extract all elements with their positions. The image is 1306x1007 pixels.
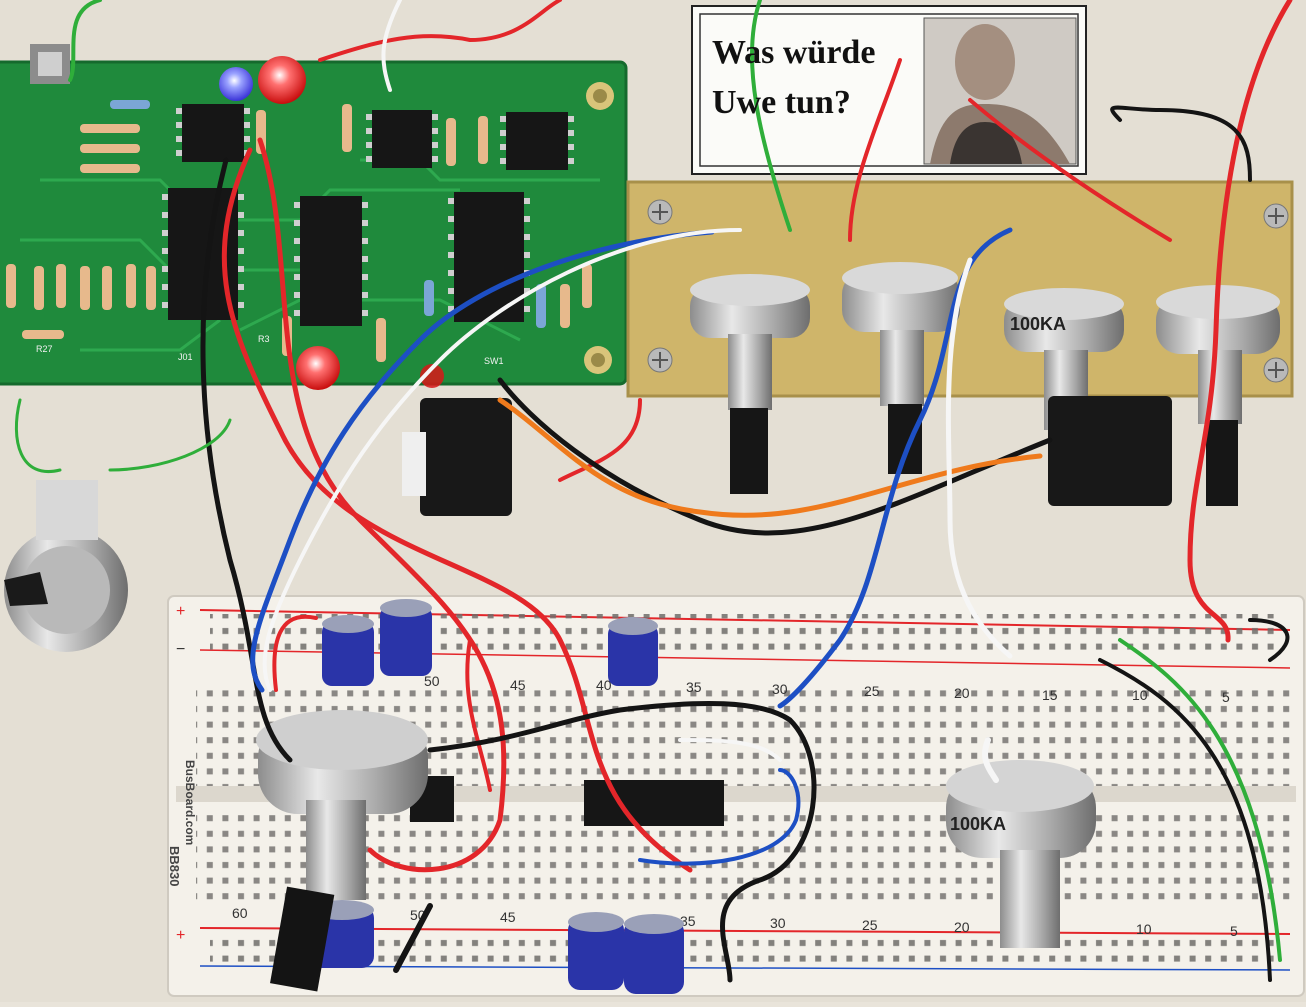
leds: [219, 56, 444, 390]
col-number-lower: 60: [232, 905, 248, 921]
pot-protoboard-1: [690, 274, 810, 494]
col-number-lower: 30: [770, 915, 786, 931]
breadboard-model: BB830: [167, 846, 182, 886]
col-number-lower: 35: [680, 913, 696, 929]
led-blue: [219, 67, 253, 101]
pot-protoboard-2: [842, 262, 960, 474]
col-number-upper: 50: [424, 673, 440, 689]
wires: [14, 0, 1293, 983]
resistors: [6, 100, 592, 362]
pot-protoboard-3: 100KA: [1004, 288, 1124, 430]
col-number-upper: 5: [1222, 689, 1230, 705]
green-pcb: SW1 J01 R3 R27: [0, 44, 628, 386]
col-number-upper: 35: [686, 679, 702, 695]
rail-minus-top: −: [176, 641, 185, 658]
col-number-lower: 25: [862, 917, 878, 933]
col-number-upper: 10: [1132, 687, 1148, 703]
sign-text: Was würde Uwe tun?: [712, 28, 922, 128]
led-red-bottom: [296, 346, 340, 390]
led-red-top: [258, 56, 306, 104]
sign-line-2: Uwe tun?: [712, 84, 851, 121]
col-number-upper: 15: [1042, 687, 1058, 703]
col-number-upper: 30: [772, 681, 788, 697]
col-number-lower: 20: [954, 919, 970, 935]
toggle-switch-left: [420, 398, 512, 516]
jumper-wire: [393, 903, 433, 973]
col-number-upper: 25: [864, 683, 880, 699]
toggle-switch-right: [1048, 396, 1172, 506]
pot-breadboard-left: [256, 710, 428, 992]
col-number-lower: 10: [1136, 921, 1152, 937]
breadboard-brand: BusBoard.com: [183, 760, 197, 845]
col-number-upper: 40: [596, 677, 612, 693]
pcb-label-j01: J01: [178, 352, 193, 362]
rail-plus-bottom: +: [176, 927, 185, 944]
portrait-photo: [923, 17, 1077, 165]
col-number-upper: 20: [954, 685, 970, 701]
pot-label-breadboard: 100KA: [950, 814, 1006, 834]
pcb-label-r27: R27: [36, 344, 53, 354]
pot-table-left: [4, 480, 128, 652]
pcb-label-r3: R3: [258, 334, 270, 344]
rail-plus-top: +: [176, 603, 185, 620]
col-number-lower: 5: [1230, 923, 1238, 939]
pot-label-100ka: 100KA: [1010, 314, 1066, 334]
col-number-upper: 45: [510, 677, 526, 693]
breadboard-ic-center: [584, 780, 724, 826]
sign-line-1: Was würde: [712, 34, 876, 71]
pcb-label-sw1: SW1: [484, 356, 504, 366]
pot-breadboard-right: 100KA: [946, 760, 1096, 948]
col-number-lower: 45: [500, 909, 516, 925]
